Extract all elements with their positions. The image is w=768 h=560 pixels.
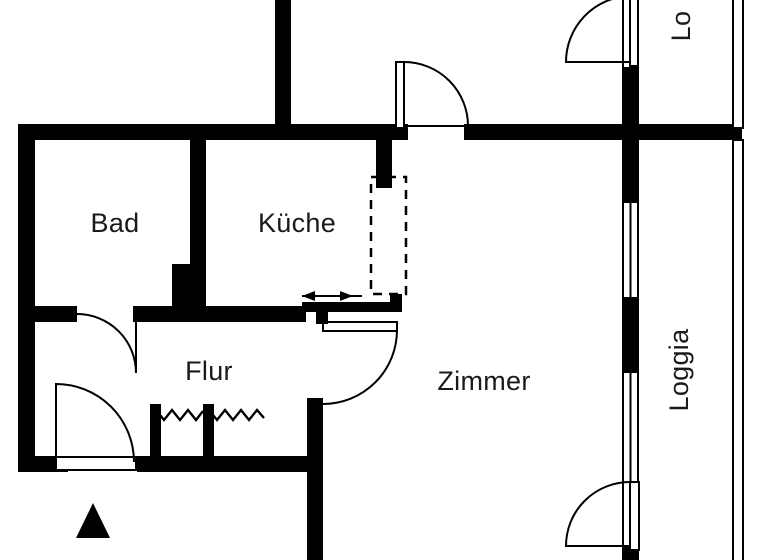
sliding-door-arrow-head-right: [340, 291, 353, 301]
sliding-door-arrow: [302, 291, 362, 301]
kitchen-unit-dashed: [369, 175, 408, 296]
interior-wall-kueche-top-stub: [275, 0, 291, 132]
room-labels-layer: Bad Küche Flur Zimmer Loggia Lo: [91, 11, 696, 412]
loggia-glass-upper-right: [732, 0, 744, 129]
door-loggia-lower-leaf: [629, 481, 640, 551]
door-zimmer[interactable]: [322, 321, 398, 405]
corridor-wall-bad-bottom: [18, 306, 77, 322]
interior-wall-kueche-right: [376, 140, 392, 188]
corridor-wall-bad-bottom-2: [133, 306, 306, 322]
door-zimmer-arc: [322, 329, 398, 405]
door-loggia-upper-arc: [564, 0, 630, 63]
room-label-bad: Bad: [91, 208, 140, 238]
door-kueche-to-hall-arc: [403, 61, 470, 127]
north-arrow-marker: [76, 503, 110, 538]
door-loggia-lower-arc: [564, 481, 631, 547]
door-bad[interactable]: [76, 313, 137, 374]
doors-layer: [55, 0, 640, 551]
door-loggia-upper[interactable]: [564, 0, 639, 67]
glazing-layer: [622, 0, 744, 560]
kitchen-counter-right: [390, 294, 402, 312]
loggia-wall-upper: [622, 66, 639, 202]
markers-layer: [76, 503, 110, 538]
room-label-loggia: Loggia: [664, 328, 694, 412]
closet-divider-left: [150, 404, 161, 460]
door-loggia-lower[interactable]: [564, 481, 640, 551]
loggia-wall-mid: [622, 298, 639, 372]
door-entrance-leaf: [55, 456, 137, 471]
door-entrance[interactable]: [55, 382, 137, 471]
door-zimmer-leaf: [322, 321, 398, 332]
room-label-loggia-upper: Lo: [666, 11, 696, 42]
door-loggia-upper-leaf: [629, 0, 639, 67]
door-kueche-to-hall[interactable]: [395, 61, 470, 129]
loggia-glass-lower-right: [732, 139, 744, 560]
door-kueche-to-hall-leaf: [395, 61, 405, 129]
kitchen-counter: [302, 294, 402, 324]
exterior-wall-top-left: [18, 124, 408, 140]
door-bad-arc: [76, 313, 137, 374]
room-label-kueche: Küche: [258, 208, 336, 238]
niches-layer: [155, 408, 265, 422]
exterior-wall-top-right: [464, 124, 742, 140]
fixtures-layer: [302, 175, 408, 324]
exterior-wall-left: [18, 124, 35, 472]
kitchen-counter-leg: [316, 306, 328, 324]
kitchen-counter-top: [302, 302, 400, 312]
room-label-zimmer: Zimmer: [437, 366, 530, 396]
corridor-wall-bottom-right: [137, 456, 323, 472]
door-entrance-arc: [55, 382, 135, 463]
interior-wall-bad-right: [190, 124, 206, 306]
closet-divider-mid: [203, 404, 214, 460]
walls-layer: [18, 0, 742, 560]
sliding-door-arrow-head-left: [302, 291, 315, 301]
kitchen-pier-stub: [172, 264, 196, 312]
closet-niche-left-zigzag: [155, 408, 204, 422]
room-label-flur: Flur: [185, 356, 233, 386]
closet-niche-right-zigzag: [208, 408, 265, 422]
zimmer-wall-left: [307, 398, 323, 560]
